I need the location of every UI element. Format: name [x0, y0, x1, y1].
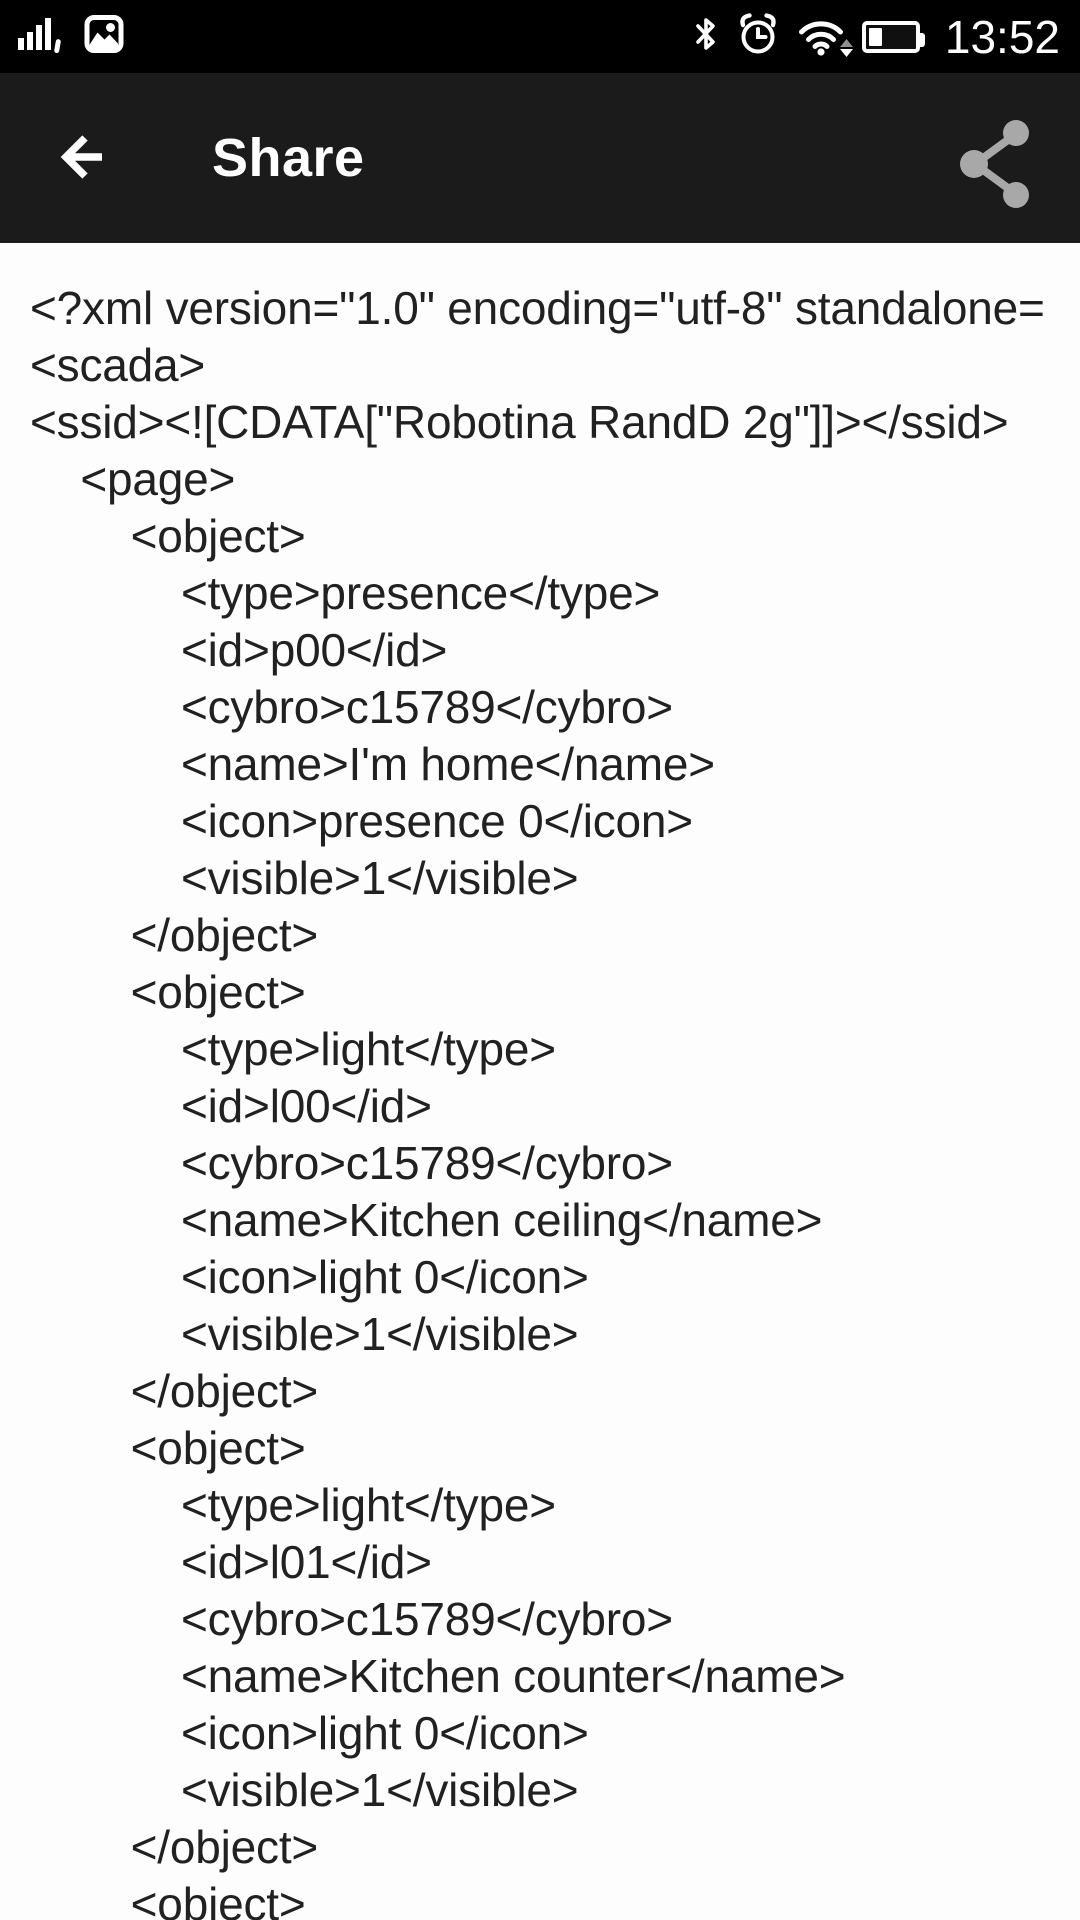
xml-line: <cybro>c15789</cybro>: [30, 1137, 673, 1189]
xml-line: <cybro>c15789</cybro>: [30, 681, 673, 733]
xml-line: <scada>: [30, 339, 206, 391]
xml-line: <id>l00</id>: [30, 1080, 432, 1132]
app-bar: Share: [0, 73, 1080, 243]
battery-nub: [919, 32, 925, 47]
signal-strength-icon: [18, 13, 64, 60]
xml-line: <cybro>c15789</cybro>: [30, 1593, 673, 1645]
xml-line: <name>I'm home</name>: [30, 738, 715, 790]
battery-fill: [868, 27, 883, 46]
wifi-icon: [798, 18, 853, 57]
xml-line: </object>: [30, 1365, 319, 1417]
battery-icon: [861, 20, 925, 53]
status-bar-right: 13:52: [694, 10, 1060, 64]
content-scroll-area[interactable]: <?xml version="1.0" encoding="utf-8" sta…: [0, 243, 1080, 1920]
share-icon: [958, 120, 1034, 213]
xml-line: <type>light</type>: [30, 1023, 556, 1075]
xml-line: <?xml version="1.0" encoding="utf-8" sta…: [30, 282, 1045, 334]
xml-line: <object>: [30, 510, 306, 562]
xml-line: <ssid><![CDATA["Robotina RandD 2g"]]></s…: [30, 396, 1009, 448]
status-bar-clock: 13:52: [944, 10, 1060, 63]
xml-line: <icon>light 0</icon>: [30, 1251, 589, 1303]
arrow-left-icon: [55, 130, 109, 187]
status-bar: 13:52: [0, 0, 1080, 73]
photo-notification-icon: [84, 14, 124, 59]
back-button[interactable]: [56, 132, 108, 184]
xml-line: <icon>presence 0</icon>: [30, 795, 693, 847]
xml-line: <visible>1</visible>: [30, 852, 579, 904]
alarm-icon: [736, 12, 780, 61]
xml-line: <visible>1</visible>: [30, 1764, 579, 1816]
xml-line: <name>Kitchen ceiling</name>: [30, 1194, 823, 1246]
xml-line: <object>: [30, 1878, 306, 1920]
network-activity-arrows-icon: [839, 38, 853, 57]
xml-line: <object>: [30, 1422, 306, 1474]
xml-line: <id>p00</id>: [30, 624, 448, 676]
xml-line: <object>: [30, 966, 306, 1018]
xml-code: <?xml version="1.0" encoding="utf-8" sta…: [0, 243, 1080, 1920]
xml-line: <id>l01</id>: [30, 1536, 432, 1588]
xml-line: <type>light</type>: [30, 1479, 556, 1531]
share-button[interactable]: [958, 118, 1034, 210]
page-title: Share: [212, 128, 365, 188]
xml-line: <icon>light 0</icon>: [30, 1707, 589, 1759]
xml-line: <type>presence</type>: [30, 567, 661, 619]
status-bar-left: [18, 13, 124, 60]
xml-line: </object>: [30, 1821, 319, 1873]
xml-line: </object>: [30, 909, 319, 961]
xml-line: <visible>1</visible>: [30, 1308, 579, 1360]
bluetooth-icon: [694, 15, 718, 58]
xml-line: <name>Kitchen counter</name>: [30, 1650, 846, 1702]
xml-line: <page>: [30, 453, 236, 505]
